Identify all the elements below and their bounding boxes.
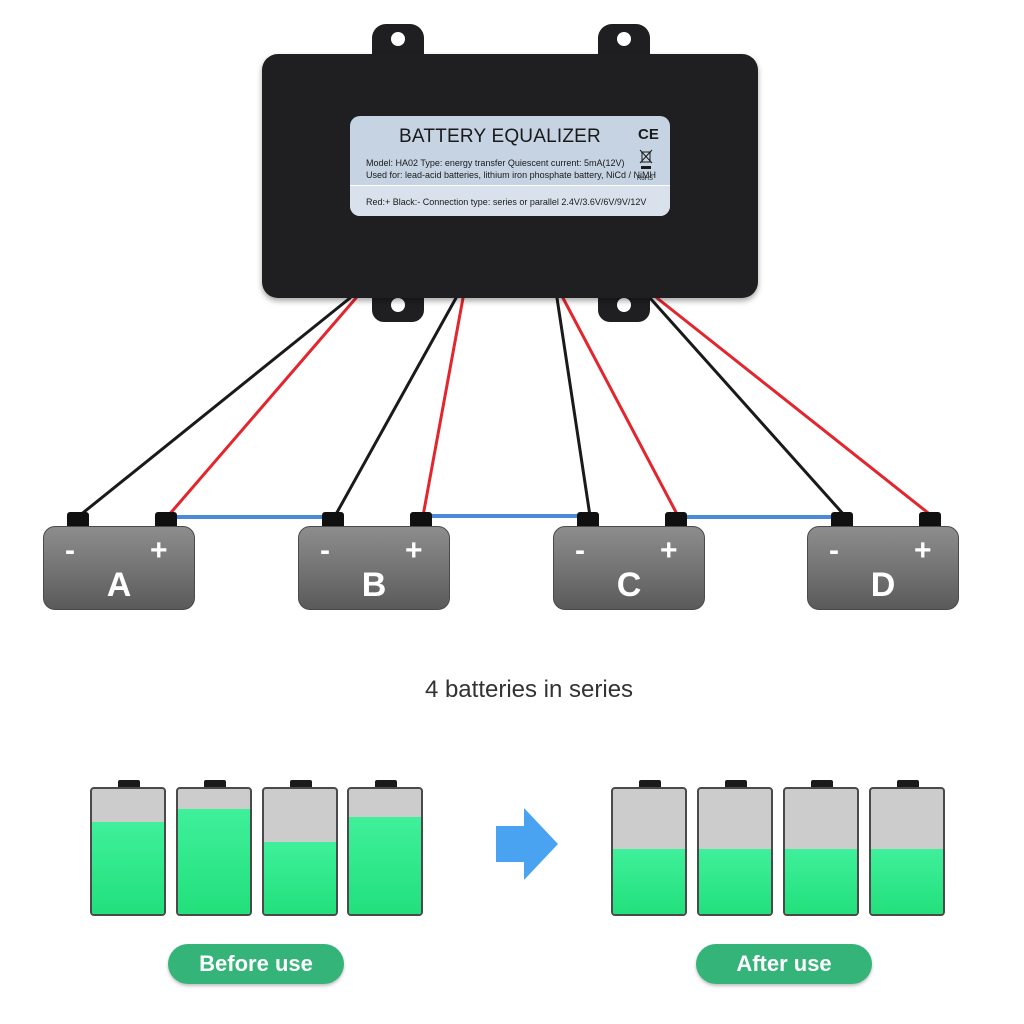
after-cell-1 [611,780,687,916]
label-bottom-band [350,186,670,216]
charge-fill [178,809,250,914]
plus-sign: + [405,534,423,567]
cell-cap [375,780,397,788]
terminal-positive [665,512,687,530]
plus-sign: + [660,534,678,567]
minus-sign: - [575,534,585,567]
cell-cap [118,780,140,788]
wire-red-d [655,296,934,518]
charge-fill [349,816,421,914]
wire-black-c [555,296,592,518]
cell-shell [176,787,252,916]
arrow-right-icon [496,808,558,880]
battery-a: - + A [43,512,195,610]
charge-fill [785,849,857,914]
cell-shell [347,787,423,916]
ce-mark-icon: CE [638,126,659,143]
cell-shell [611,787,687,916]
battery-body [298,526,450,610]
cell-cap [811,780,833,788]
wire-red-b [421,296,465,518]
after-cell-2 [697,780,773,916]
terminal-positive [919,512,941,530]
device-title: BATTERY EQUALIZER [399,126,601,147]
after-use-label: After use [696,944,872,984]
label-divider [350,185,670,186]
battery-b: - + B [298,512,450,610]
wire-black-b [333,296,458,518]
cell-cap [204,780,226,788]
minus-sign: - [65,534,75,567]
before-cell-3 [262,780,338,916]
after-cell-4 [869,780,945,916]
plus-sign: + [150,534,168,567]
battery-body [43,526,195,610]
terminal-negative [577,512,599,530]
terminal-positive [410,512,432,530]
device-label: BATTERY EQUALIZER Model: HA02 Type: ener… [350,116,670,216]
device-spec-line-1: Model: HA02 Type: energy transfer Quiesc… [366,158,625,168]
plus-sign: + [914,534,932,567]
terminal-negative [322,512,344,530]
terminal-negative [831,512,853,530]
mounting-tab-top-right [598,24,650,56]
minus-sign: - [829,534,839,567]
battery-letter: D [870,566,896,604]
cell-shell [697,787,773,916]
battery-letter: C [616,566,642,604]
cell-shell [90,787,166,916]
weee-bin-icon [639,149,653,169]
battery-d: - + D [807,512,959,610]
battery-c: - + C [553,512,705,610]
minus-sign: - [320,534,330,567]
wire-red-a [166,296,358,518]
before-use-label: Before use [168,944,344,984]
cell-shell [783,787,859,916]
wire-black-a [77,296,352,518]
charge-fill [871,849,943,914]
mounting-tab-top-left [372,24,424,56]
terminal-negative [67,512,89,530]
wire-red-c [561,296,680,518]
terminal-positive [155,512,177,530]
battery-letter: B [361,566,387,604]
rohs-mark: RoHS [637,176,654,182]
diagram-caption: 4 batteries in series [424,676,634,703]
cell-cap [897,780,919,788]
after-cell-3 [783,780,859,916]
charge-fill [264,841,336,914]
wire-black-d [648,296,847,518]
cell-cap [290,780,312,788]
before-cell-4 [347,780,423,916]
device-connection-line: Red:+ Black:- Connection type: series or… [366,197,647,207]
battery-letter: A [106,566,132,604]
cell-shell [262,787,338,916]
device-spec-line-2: Used for: lead-acid batteries, lithium i… [366,170,656,180]
battery-body [807,526,959,610]
charge-fill [92,821,164,914]
before-cell-1 [90,780,166,916]
cell-cap [639,780,661,788]
cell-cap [725,780,747,788]
cell-shell [869,787,945,916]
before-cell-2 [176,780,252,916]
battery-body [553,526,705,610]
charge-fill [613,849,685,914]
charge-fill [699,849,771,914]
